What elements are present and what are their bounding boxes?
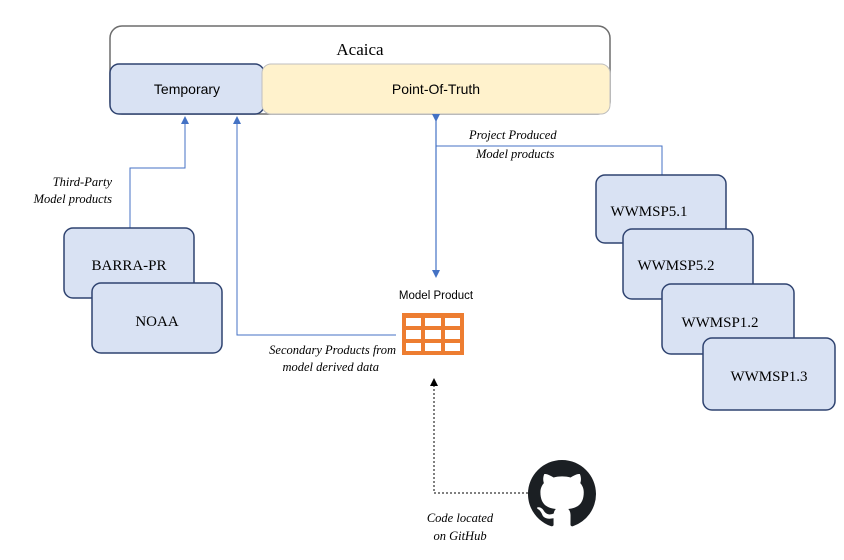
temporary-store: Temporary bbox=[109, 63, 265, 115]
project-label-line2: Model products bbox=[475, 147, 554, 161]
secondary-label-line2: model derived data bbox=[282, 360, 379, 374]
wwmsp52-box: WWMSP5.2 bbox=[622, 228, 754, 300]
github-icon bbox=[528, 460, 596, 527]
noaa-label: NOAA bbox=[135, 314, 178, 330]
project-connector bbox=[436, 145, 663, 175]
wwmsp51-box: WWMSP5.1 bbox=[595, 174, 727, 244]
point-of-truth-label: Point-Of-Truth bbox=[392, 81, 480, 97]
project-label-line1: Project Produced bbox=[468, 128, 557, 142]
acaica-title: Acaica bbox=[336, 40, 384, 59]
code-label-line2: on GitHub bbox=[433, 529, 486, 543]
barra-pr-label: BARRA-PR bbox=[91, 258, 166, 274]
model-product-node: Model Product bbox=[399, 290, 474, 355]
model-product-label: Model Product bbox=[399, 290, 474, 302]
project-caption: Project Produced Model products bbox=[468, 128, 557, 161]
third-party-label-line2: Model products bbox=[33, 192, 112, 206]
code-connector bbox=[430, 378, 528, 494]
wwmsp52-label: WWMSP5.2 bbox=[637, 258, 714, 274]
wwmsp13-box: WWMSP1.3 bbox=[702, 337, 836, 411]
point-of-truth-store: Point-Of-Truth bbox=[261, 63, 611, 115]
secondary-connector bbox=[233, 116, 396, 336]
wwmsp12-label: WWMSP1.2 bbox=[681, 315, 758, 331]
third-party-connector bbox=[129, 116, 189, 228]
temporary-label: Temporary bbox=[154, 81, 220, 97]
code-label-line1: Code located bbox=[427, 511, 494, 525]
table-icon bbox=[402, 313, 464, 355]
third-party-caption: Third-Party Model products bbox=[33, 175, 113, 206]
wwmsp51-label: WWMSP5.1 bbox=[610, 204, 687, 220]
secondary-caption: Secondary Products from model derived da… bbox=[269, 343, 396, 374]
third-party-label-line1: Third-Party bbox=[53, 175, 113, 189]
wwmsp13-label: WWMSP1.3 bbox=[730, 369, 807, 385]
code-caption: Code located on GitHub bbox=[427, 511, 494, 543]
secondary-label-line1: Secondary Products from bbox=[269, 343, 396, 357]
noaa-box: NOAA bbox=[91, 282, 223, 354]
